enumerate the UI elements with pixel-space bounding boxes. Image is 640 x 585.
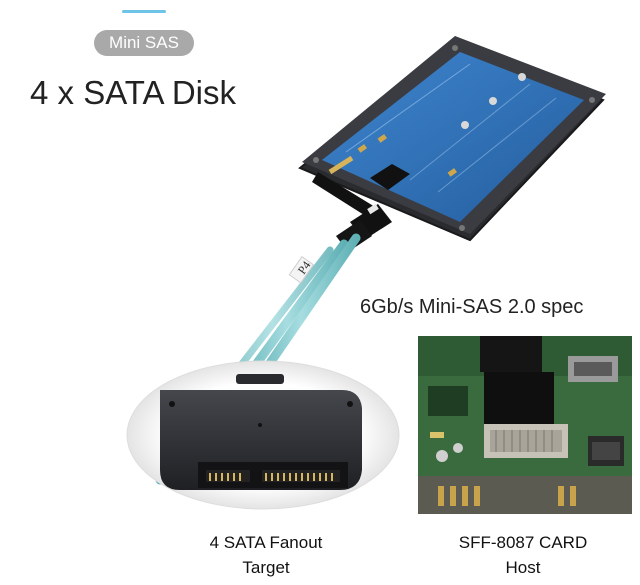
m2-adapter bbox=[298, 36, 606, 242]
sff-8087-card-photo bbox=[418, 336, 632, 514]
caption-card-host: SFF-8087 CARD Host bbox=[418, 530, 628, 580]
mini-sas-badge: Mini SAS bbox=[94, 30, 194, 56]
headline: 4 x SATA Disk bbox=[30, 74, 236, 111]
caption-left-line1: 4 SATA Fanout bbox=[209, 533, 323, 552]
caption-fanout-target: 4 SATA Fanout Target bbox=[166, 530, 366, 580]
caption-left-line2: Target bbox=[242, 558, 290, 577]
spec-label: 6Gb/s Mini-SAS 2.0 spec bbox=[360, 296, 584, 318]
caption-right-line1: SFF-8087 CARD bbox=[458, 533, 588, 552]
sata-drive-inset bbox=[126, 360, 400, 510]
top-accent-bar bbox=[122, 10, 166, 13]
caption-right-line2: Host bbox=[505, 558, 541, 577]
